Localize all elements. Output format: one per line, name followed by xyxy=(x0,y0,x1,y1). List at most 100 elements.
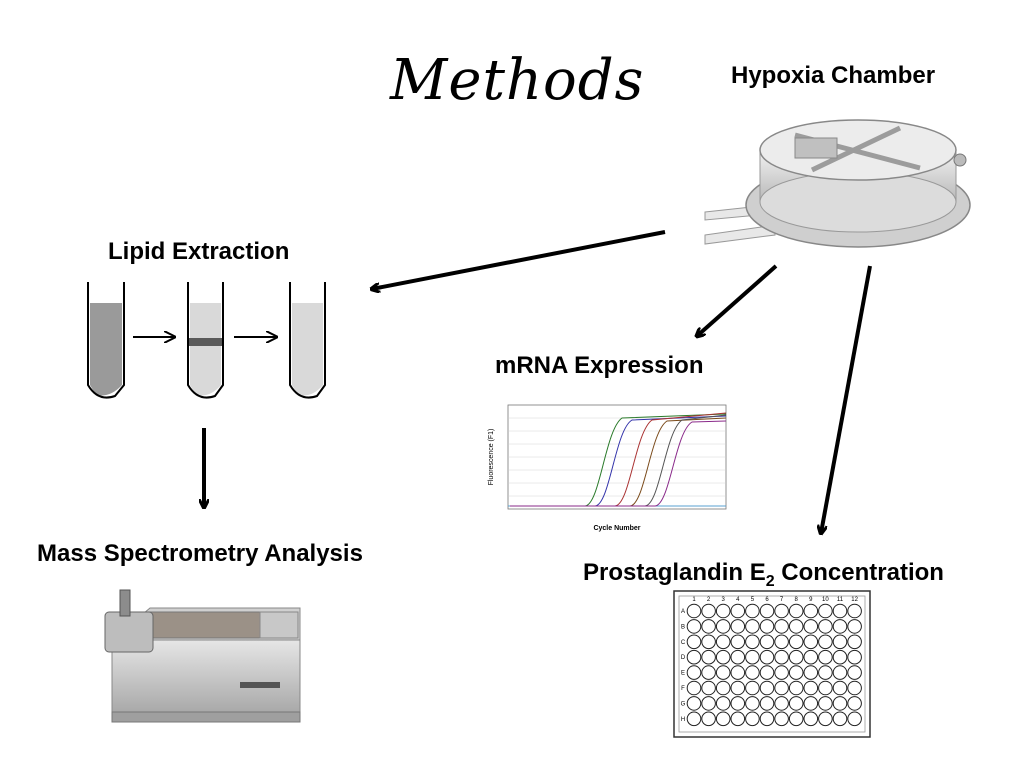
plate-well xyxy=(832,634,848,650)
plate-well xyxy=(788,619,804,634)
plate-row-label: A xyxy=(681,609,685,615)
plate-column-label: 11 xyxy=(837,597,844,603)
plate-well xyxy=(701,711,716,727)
plate-well xyxy=(730,665,746,680)
plate-well xyxy=(832,680,848,696)
plate-well xyxy=(686,619,702,634)
plate-well xyxy=(759,603,775,619)
plate-well xyxy=(818,619,833,634)
qpcr-curve-1 xyxy=(510,413,727,507)
hypoxia-chamber-label: Hypoxia Chamber xyxy=(731,62,936,89)
plate-well xyxy=(701,696,716,711)
plate-well xyxy=(803,634,819,650)
qpcr-curve-3 xyxy=(510,412,727,507)
plate-column-label: 10 xyxy=(822,597,829,603)
qpcr-curve-2 xyxy=(510,415,727,507)
plate-well xyxy=(701,680,716,696)
plate-well xyxy=(745,649,760,665)
plate-well xyxy=(759,634,775,650)
plate-well xyxy=(759,665,775,680)
lipid-extraction-tubes xyxy=(87,282,326,399)
plate-column-label: 7 xyxy=(780,597,784,603)
ms-badge xyxy=(240,682,280,688)
plate-well xyxy=(715,619,731,634)
plate-well xyxy=(788,649,804,665)
mrna-expression-label: mRNA Expression xyxy=(495,352,704,379)
plate-well xyxy=(715,680,731,696)
plate-well xyxy=(686,603,702,619)
plate-column-label: 6 xyxy=(765,597,769,603)
plate-well xyxy=(701,603,716,619)
plate-well xyxy=(774,649,789,665)
tube-2 xyxy=(187,282,224,399)
pge2-label-prefix: Prostaglandin E xyxy=(583,559,766,586)
plate-well xyxy=(803,603,819,619)
plate-column-label: 5 xyxy=(751,597,755,603)
plate-well xyxy=(818,603,833,619)
plate-well xyxy=(818,634,833,650)
plate-well xyxy=(774,696,789,711)
mass-spec-label: Mass Spectrometry Analysis xyxy=(37,540,363,567)
plate-well xyxy=(745,711,760,727)
page-title: Methods xyxy=(390,48,645,113)
plate-well xyxy=(686,649,702,665)
plate-well xyxy=(847,634,862,650)
chamber-rim xyxy=(759,171,957,233)
plate-well xyxy=(745,619,760,634)
chamber-valve xyxy=(953,153,967,167)
plate-well xyxy=(715,634,731,650)
plate-well xyxy=(686,634,702,650)
plate-well xyxy=(686,711,702,727)
plate-well xyxy=(745,603,760,619)
ms-probe xyxy=(119,589,131,617)
plate-row-label: E xyxy=(681,671,685,677)
plate-well xyxy=(686,680,702,696)
plate-column-label: 1 xyxy=(692,597,696,603)
plate-well xyxy=(788,665,804,680)
plate-well xyxy=(847,649,862,665)
plate-row-label: C xyxy=(681,640,686,646)
plate-well xyxy=(745,634,760,650)
plate-well xyxy=(832,696,848,711)
plate-well xyxy=(759,619,775,634)
plate-well xyxy=(803,696,819,711)
plate-well xyxy=(847,680,862,696)
chamber-plate xyxy=(794,137,838,159)
plate-column-label: 2 xyxy=(707,597,711,603)
plate-well xyxy=(788,696,804,711)
plate-well xyxy=(832,649,848,665)
plate-well xyxy=(715,603,731,619)
plate-well xyxy=(847,711,862,727)
plate-well xyxy=(759,696,775,711)
qpcr-x-axis-label: Cycle Number xyxy=(593,525,640,532)
plate-well xyxy=(686,665,702,680)
qpcr-gridlines xyxy=(508,417,726,497)
plate-well xyxy=(774,634,789,650)
plate-column-label: 9 xyxy=(809,597,813,603)
plate-well xyxy=(730,619,746,634)
plate-well xyxy=(730,649,746,665)
plate-well xyxy=(847,619,862,634)
plate-well xyxy=(774,711,789,727)
plate-well xyxy=(730,711,746,727)
chamber-tube-2 xyxy=(704,224,776,245)
mass-spectrometer-image xyxy=(104,589,301,723)
qpcr-plot: Fluorescence (F1) Cycle Number xyxy=(488,404,727,532)
plate-well xyxy=(847,603,862,619)
plate-row-label: B xyxy=(681,624,685,630)
plate-well xyxy=(745,680,760,696)
qpcr-curve-5 xyxy=(510,414,727,507)
plate-well xyxy=(774,680,789,696)
plate-well xyxy=(715,649,731,665)
plate-well xyxy=(788,711,804,727)
plate-well xyxy=(803,665,819,680)
plate-wells xyxy=(686,603,862,727)
plate-well xyxy=(730,680,746,696)
plate-well xyxy=(788,634,804,650)
plate-well xyxy=(745,665,760,680)
plate-well xyxy=(759,711,775,727)
plate-well xyxy=(832,603,848,619)
